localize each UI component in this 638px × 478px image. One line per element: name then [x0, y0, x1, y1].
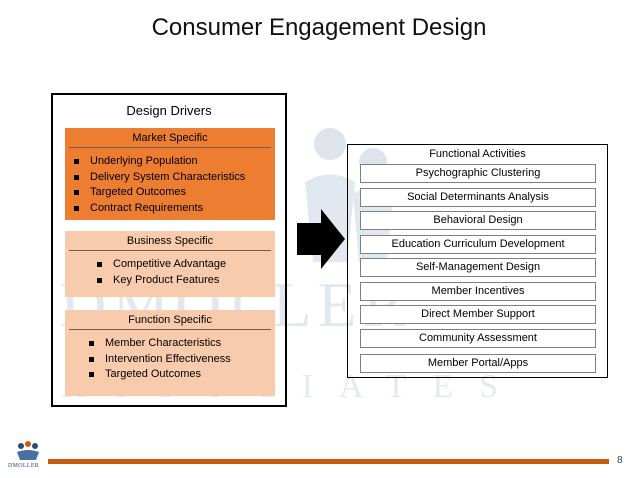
market-specific-heading: Market Specific: [69, 128, 271, 148]
list-item: Underlying Population: [74, 154, 275, 170]
function-specific-heading: Function Specific: [69, 310, 271, 330]
list-item: Competitive Advantage: [97, 257, 275, 273]
list-item: Intervention Effectiveness: [89, 352, 275, 368]
activity-item: Direct Member Support: [360, 305, 596, 324]
activity-item: Psychographic Clustering: [360, 164, 596, 183]
activity-item: Behavioral Design: [360, 211, 596, 230]
market-specific-panel: Market Specific Underlying Population De…: [65, 128, 275, 220]
list-item: Key Product Features: [97, 273, 275, 289]
design-drivers-title: Design Drivers: [126, 103, 212, 118]
design-drivers-box: Design Drivers Market Specific Underlyin…: [51, 93, 287, 407]
activity-item: Education Curriculum Development: [360, 235, 596, 254]
company-logo-text: DMOLLER: [8, 463, 40, 469]
right-arrow-icon: [297, 209, 345, 269]
company-logo-icon: [17, 441, 39, 460]
market-specific-list: Underlying Population Delivery System Ch…: [65, 154, 275, 216]
function-specific-list: Member Characteristics Intervention Effe…: [65, 336, 275, 383]
activity-item: Self-Management Design: [360, 258, 596, 277]
activity-item: Community Assessment: [360, 329, 596, 348]
business-specific-list: Competitive Advantage Key Product Featur…: [65, 257, 275, 288]
list-item: Delivery System Characteristics: [74, 170, 275, 186]
business-specific-panel: Business Specific Competitive Advantage …: [65, 231, 275, 297]
slide-title: Consumer Engagement Design: [151, 14, 487, 41]
business-specific-heading: Business Specific: [69, 231, 271, 251]
functional-activities-box: Functional Activities Psychographic Clus…: [347, 144, 608, 378]
list-item: Member Characteristics: [89, 336, 275, 352]
function-specific-panel: Function Specific Member Characteristics…: [65, 310, 275, 396]
footer-line: [48, 459, 609, 464]
list-item: Contract Requirements: [74, 201, 275, 217]
page-number: 8: [617, 455, 623, 466]
activity-item: Social Determinants Analysis: [360, 188, 596, 207]
functional-activities-title: Functional Activities: [429, 148, 526, 160]
list-item: Targeted Outcomes: [89, 367, 275, 383]
activity-item: Member Incentives: [360, 282, 596, 301]
list-item: Targeted Outcomes: [74, 185, 275, 201]
activity-item: Member Portal/Apps: [360, 354, 596, 373]
